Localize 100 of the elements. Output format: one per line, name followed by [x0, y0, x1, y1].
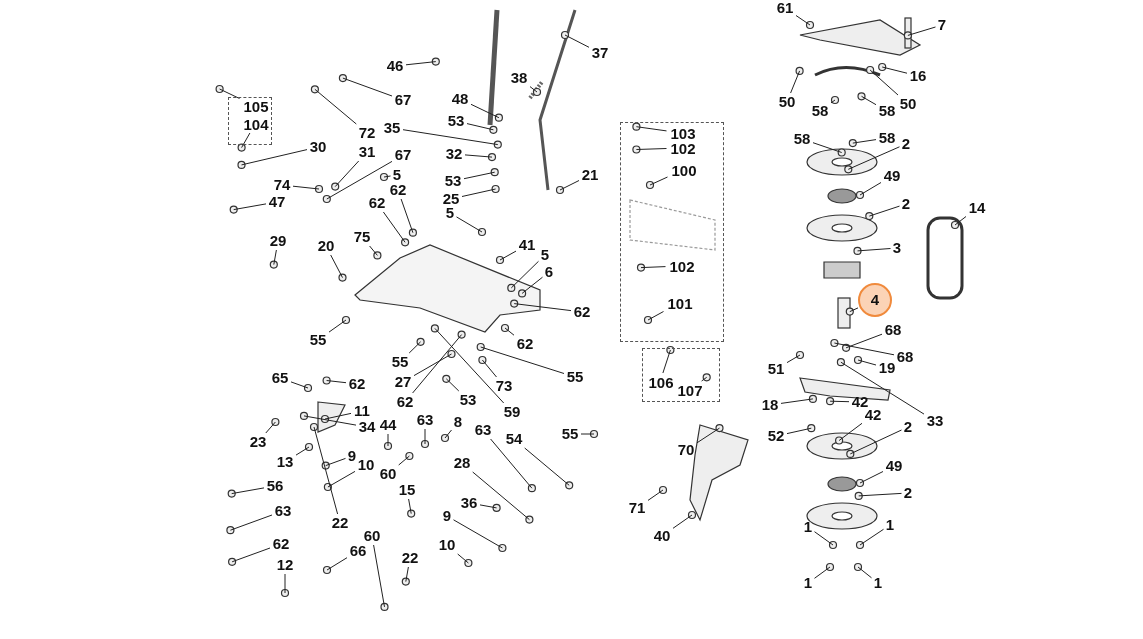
leader-line — [490, 438, 533, 489]
leader-line — [845, 333, 883, 349]
callout-number: 102 — [667, 140, 699, 158]
leader-line — [327, 470, 356, 488]
leader-line — [464, 154, 493, 158]
callout-number: 22 — [329, 514, 351, 532]
callout-number: 74 — [271, 176, 293, 194]
leader-line — [472, 471, 530, 521]
leader-line — [326, 380, 347, 384]
leader-line — [334, 160, 360, 188]
leader-line — [405, 61, 437, 66]
leader-line — [382, 211, 406, 243]
leader-line — [868, 205, 900, 217]
callout-number: 102 — [666, 258, 698, 276]
leader-line — [881, 66, 908, 74]
leader-line — [295, 446, 310, 456]
leader-line — [398, 455, 410, 466]
leader-line — [504, 327, 515, 336]
callout-number: 14 — [966, 199, 988, 217]
leader-line — [328, 319, 347, 333]
leader-line — [445, 378, 460, 392]
callout-number: 28 — [451, 454, 473, 472]
callout-number: 47 — [266, 193, 288, 211]
callout-number: 65 — [269, 369, 291, 387]
callout-number: 52 — [765, 427, 787, 445]
callout-number: 55 — [389, 353, 411, 371]
leader-line — [672, 514, 693, 529]
callout-number: 53 — [457, 391, 479, 409]
callout-number: 101 — [664, 295, 696, 313]
callout-number: 2 — [901, 484, 915, 502]
leader-line — [701, 376, 708, 382]
callout-number: 5 — [538, 246, 552, 264]
leader-line — [456, 216, 483, 233]
callout-number: 46 — [384, 57, 406, 75]
callout-number: 33 — [924, 412, 946, 430]
callout-number: 12 — [274, 556, 296, 574]
callout-number: 50 — [897, 95, 919, 113]
callout-number: 66 — [347, 542, 369, 560]
callout-number: 31 — [356, 143, 378, 161]
callout-number: 58 — [876, 102, 898, 120]
leader-line — [830, 99, 836, 104]
leader-line — [303, 415, 357, 426]
callout-number: 49 — [881, 167, 903, 185]
leader-line — [786, 354, 801, 364]
callout-number: 62 — [270, 535, 292, 553]
callout-number: 62 — [394, 393, 416, 411]
leader-line — [241, 132, 251, 149]
callout-number: 5 — [390, 166, 404, 184]
leader-line — [852, 139, 877, 144]
leader-line — [470, 103, 500, 119]
callout-number: 62 — [366, 194, 388, 212]
leader-line — [559, 180, 580, 191]
callout-number: 11 — [351, 402, 373, 420]
callout-number: 6 — [542, 263, 556, 281]
leader-line — [662, 349, 671, 374]
leader-line — [387, 433, 389, 447]
callout-number: 56 — [264, 477, 286, 495]
leader-line — [413, 353, 452, 377]
leader-line — [480, 346, 565, 374]
leader-line — [790, 70, 801, 94]
callout-number: 20 — [315, 237, 337, 255]
callout-number: 63 — [472, 421, 494, 439]
leader-line — [840, 361, 925, 415]
callout-number: 71 — [626, 499, 648, 517]
callout-number: 38 — [508, 69, 530, 87]
callout-number: 106 — [645, 374, 677, 392]
callout-number: 51 — [765, 360, 787, 378]
callout-number: 58 — [876, 129, 898, 147]
callout-number: 62 — [346, 375, 368, 393]
callout-number: 1 — [801, 518, 815, 536]
callout-number: 49 — [883, 457, 905, 475]
callout-number: 54 — [503, 430, 525, 448]
leader-line — [284, 573, 286, 594]
leader-line — [408, 498, 412, 515]
leader-line — [219, 88, 240, 99]
callout-number: 62 — [514, 335, 536, 353]
leader-line — [461, 188, 497, 197]
leader-line — [786, 427, 812, 435]
callout-number: 67 — [392, 91, 414, 109]
leader-line — [869, 69, 899, 96]
leader-line — [857, 566, 872, 579]
leader-line — [858, 492, 902, 497]
leader-line — [861, 95, 877, 106]
leader-line — [314, 88, 357, 125]
callout-number: 103 — [667, 125, 699, 143]
leader-line — [649, 176, 668, 186]
callout-number: 2 — [899, 195, 913, 213]
leader-line — [444, 429, 452, 439]
leader-line — [290, 381, 309, 389]
leader-line — [383, 175, 391, 178]
callout-number: 1 — [871, 574, 885, 592]
leader-line — [402, 129, 499, 146]
callout-number: 63 — [414, 411, 436, 429]
callout-number: 1 — [883, 516, 897, 534]
callout-number: 68 — [882, 321, 904, 339]
leader-line — [580, 433, 595, 435]
leader-line — [812, 142, 843, 153]
callout-number: 53 — [442, 172, 464, 190]
callout-number: 53 — [445, 112, 467, 130]
leader-line — [229, 514, 273, 531]
